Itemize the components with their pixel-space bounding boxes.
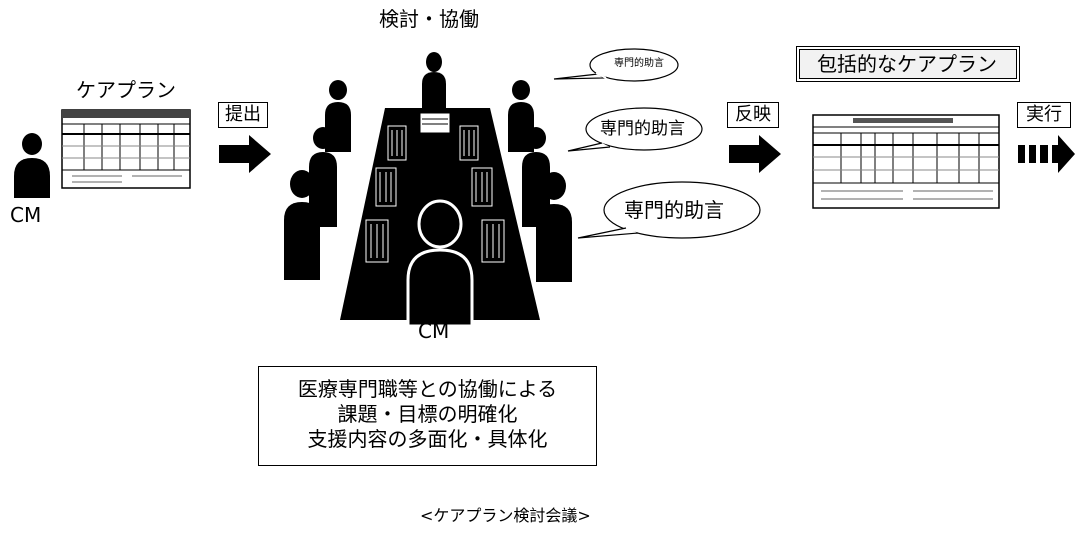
execute-dashed-arrow-icon [1018,135,1075,173]
participant-top-icon [422,52,446,108]
execute-label: 実行 [1017,102,1071,128]
title: 検討・協働 [379,7,479,31]
advice-bubble-small [553,48,679,82]
cm-center-person-icon [406,199,474,328]
submit-label: 提出 [218,102,268,128]
care-plan-label: ケアプラン [76,78,176,102]
caption: <ケアプラン検討会議> [420,506,591,525]
participant-right-3-icon [536,172,572,282]
advice-text-large: 専門的助言 [624,198,724,222]
summary-box: 医療専門職等との協働による 課題・目標の明確化 支援内容の多面化・具体化 [258,366,597,466]
advice-bubble-large [577,181,761,239]
cm-person-icon [14,133,50,198]
comprehensive-plan-label: 包括的なケアプラン [817,52,997,76]
participant-left-3-icon [284,170,320,280]
advice-bubble-medium [567,107,703,152]
cm-label-left: CM [10,203,42,227]
cm-label-center: CM [418,319,450,343]
advice-text-medium: 専門的助言 [600,119,685,139]
submit-arrow-icon [219,135,271,173]
advice-text-small: 専門的助言 [614,58,664,69]
reflect-label: 反映 [727,102,779,128]
reflect-arrow-icon [729,135,781,173]
care-plan-document-icon [61,109,191,189]
summary-line-2: 課題・目標の明確化 [337,402,518,426]
comprehensive-plan-document-icon [812,114,1000,209]
comprehensive-plan-label-box: 包括的なケアプラン [796,46,1020,82]
summary-line-1: 医療専門職等との協働による [297,377,558,401]
summary-line-3: 支援内容の多面化・具体化 [307,427,548,451]
table-documents [365,112,505,311]
